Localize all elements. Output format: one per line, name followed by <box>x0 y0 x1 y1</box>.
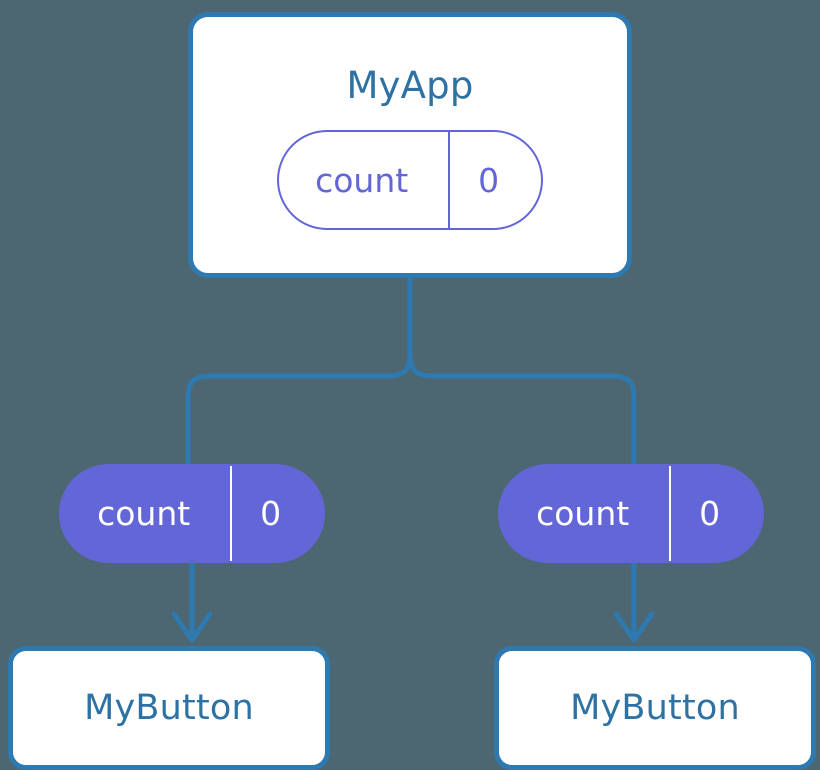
state-pill-root-value: 0 <box>448 132 541 228</box>
fork-branch-right <box>407 349 637 467</box>
fork-branch-left <box>185 349 413 467</box>
state-pill-root-key: count <box>315 160 409 200</box>
component-title-mybutton-right: MyButton <box>570 687 740 728</box>
component-title-mybutton-left: MyButton <box>84 687 254 728</box>
state-pill-child-left-key: count <box>97 494 191 533</box>
component-title-myapp: MyApp <box>346 64 474 107</box>
state-pill-child-right-key: count <box>536 494 630 533</box>
state-arrow-right-head <box>613 611 655 643</box>
component-card-mybutton-left[interactable]: MyButton <box>8 646 330 770</box>
component-card-mybutton-right[interactable]: MyButton <box>494 646 816 770</box>
state-pill-child-right-value: 0 <box>669 466 762 561</box>
state-pill-child-right[interactable]: count 0 <box>498 464 764 563</box>
state-pill-child-left[interactable]: count 0 <box>59 464 325 563</box>
state-pill-child-left-value: 0 <box>230 466 323 561</box>
state-pill-root[interactable]: count 0 <box>277 130 543 230</box>
state-arrow-left-head <box>171 611 213 643</box>
